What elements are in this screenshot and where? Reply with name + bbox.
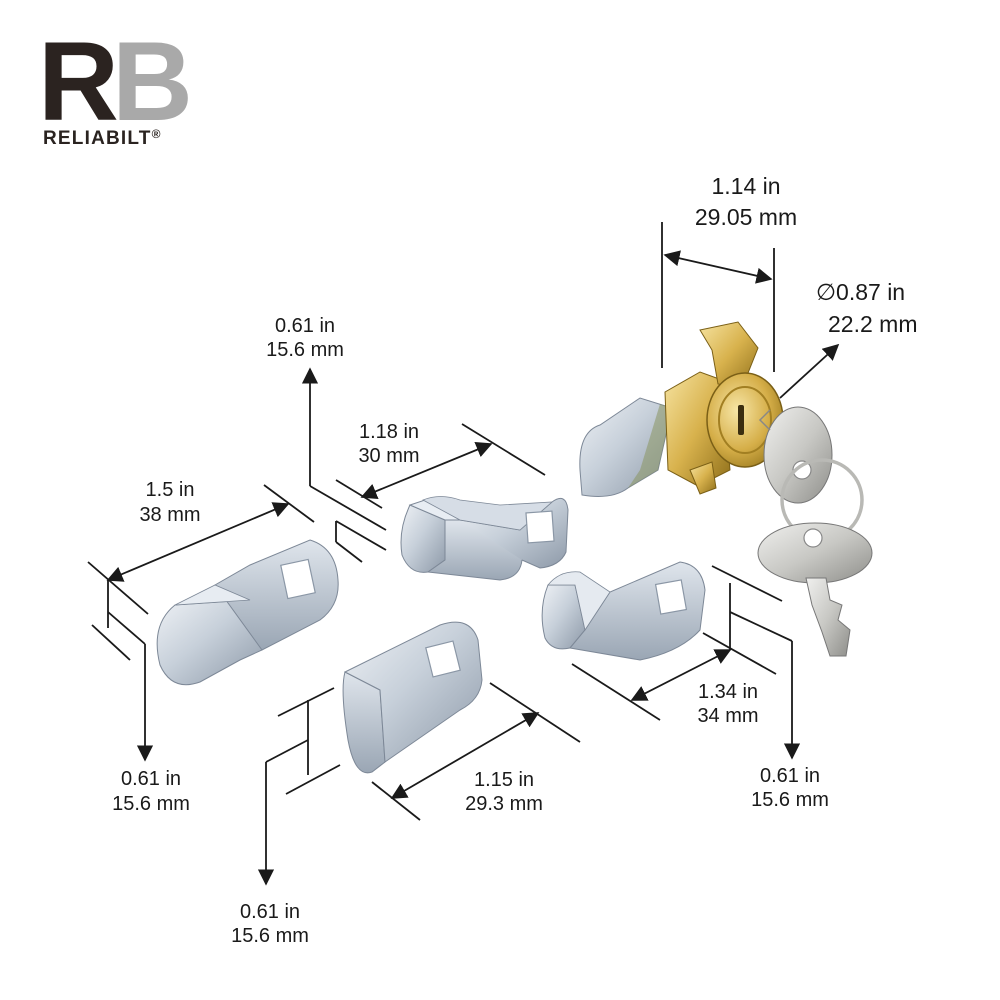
cam-bottom: [342, 621, 483, 774]
diameter-in-value: 0.87 in: [836, 279, 905, 305]
logo-name-text: RELIABILT: [43, 128, 152, 149]
cam-top: [400, 496, 569, 581]
cam-left-height-mm: 15.6 mm: [112, 793, 190, 815]
cam-top-height-mm: 15.6 mm: [266, 339, 344, 361]
key-hanging: [757, 522, 873, 657]
dimension-labels: 1.14 in 29.05 mm ∅0.87 in 22.2 mm 0.61 i…: [112, 173, 917, 947]
cam-top-square-hole: [525, 510, 555, 544]
cam-bottom-height-in: 0.61 in: [240, 901, 300, 923]
cam-bottom-length-mm: 29.3 mm: [465, 793, 543, 815]
logo-monogram-r: R: [38, 19, 117, 144]
logo-brand-name: RELIABILT®: [43, 127, 162, 149]
cam-left: [156, 539, 339, 686]
cam-left-height-in: 0.61 in: [121, 768, 181, 790]
brand-logo: R B RELIABILT®: [38, 19, 193, 149]
logo-registered-mark: ®: [152, 127, 162, 141]
cam-bottom-square-hole: [425, 640, 461, 678]
cam-top-length-mm: 30 mm: [358, 445, 419, 467]
mounting-tab-bottom: [689, 461, 717, 495]
cam-right-square-hole: [654, 579, 688, 615]
cam-right: [541, 561, 706, 661]
cam-right-length-mm: 34 mm: [697, 705, 758, 727]
keyway-slot: [738, 405, 744, 435]
key-upright: [758, 406, 833, 504]
diameter-symbol: ∅: [816, 279, 836, 305]
housing-diameter-in: ∅0.87 in: [816, 279, 905, 305]
cam-left-length-mm: 38 mm: [139, 504, 200, 526]
housing-diameter-mm: 22.2 mm: [828, 311, 917, 337]
cam-right-length-in: 1.34 in: [698, 681, 758, 703]
logo-monogram-b: B: [112, 19, 193, 144]
cam-bottom-height-mm: 15.6 mm: [231, 925, 309, 947]
housing-length-mm: 29.05 mm: [695, 204, 797, 230]
cam-lock-assembly: [579, 321, 873, 657]
cam-right-height-in: 0.61 in: [760, 765, 820, 787]
cam-bottom-length-in: 1.15 in: [474, 769, 534, 791]
housing-length-in: 1.14 in: [711, 173, 780, 199]
cam-top-length-in: 1.18 in: [359, 421, 419, 443]
cam-top-height-in: 0.61 in: [275, 315, 335, 337]
cam-left-length-in: 1.5 in: [146, 479, 195, 501]
dimension-lines: [87, 222, 840, 886]
cam-right-height-mm: 15.6 mm: [751, 789, 829, 811]
